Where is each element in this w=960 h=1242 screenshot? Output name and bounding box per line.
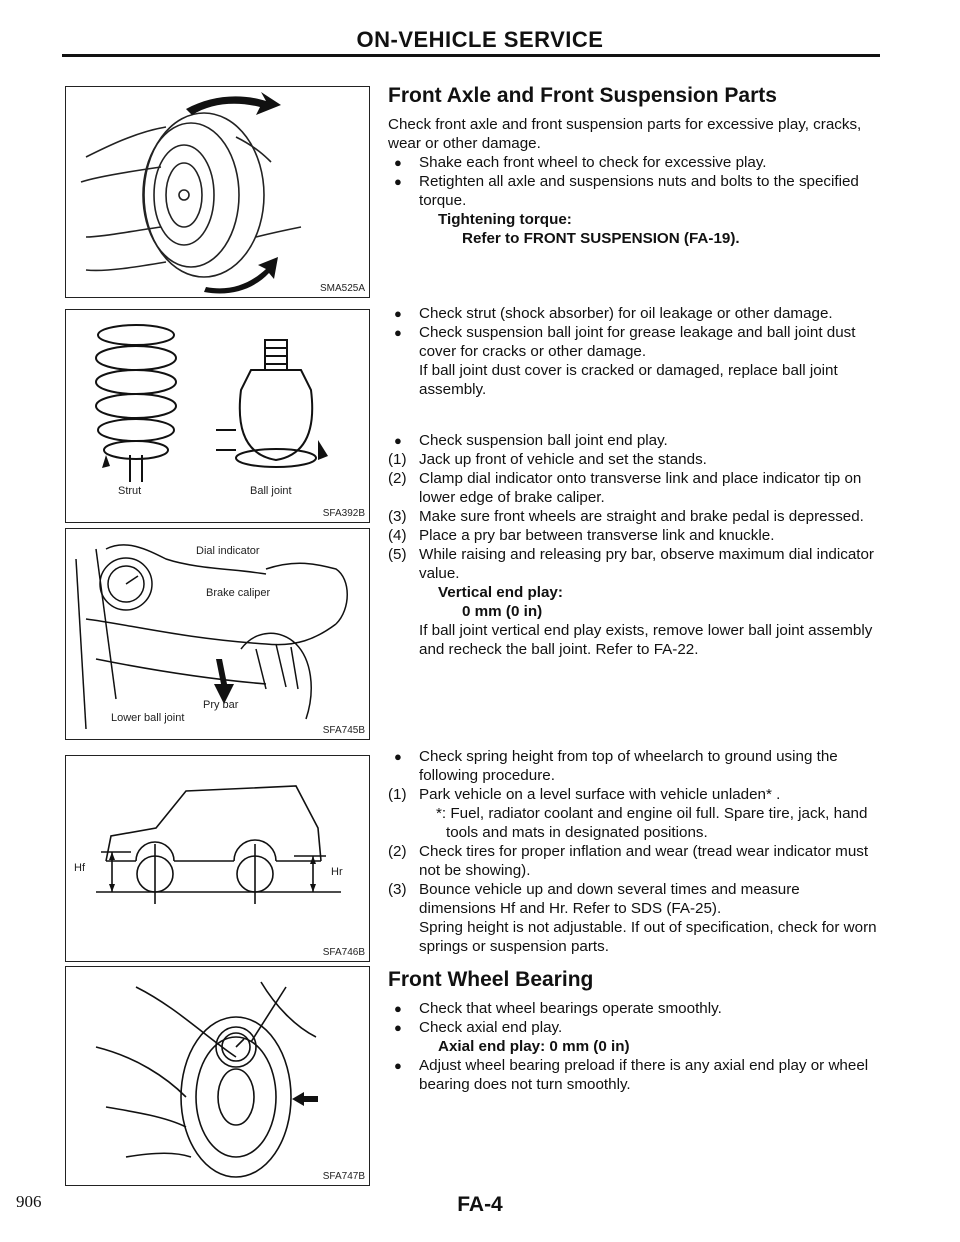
torque-reference: Refer to FRONT SUSPENSION (FA-19). [462, 230, 740, 247]
label-lower-ball-joint: Lower ball joint [111, 712, 185, 724]
step-item: (4)Place a pry bar between transverse li… [388, 527, 775, 544]
step-item: (2)Clamp dial indicator onto transverse … [388, 470, 862, 506]
step-item: (3)Bounce vehicle up and down several ti… [388, 881, 800, 917]
label-hf: Hf [74, 862, 85, 874]
figure-code: SFA746B [322, 947, 365, 958]
note: Spring height is not adjustable. If out … [419, 919, 877, 955]
label-dial-indicator: Dial indicator [196, 545, 260, 557]
section-ball-joint-play: ●Check suspension ball joint end play. (… [388, 431, 880, 659]
paragraph: Check front axle and front suspension pa… [388, 116, 862, 152]
dial-indicator-illustration [75, 544, 348, 730]
section-spring-height: ●Check spring height from top of wheelar… [388, 747, 880, 956]
figure-strut-balljoint: Strut Ball joint SFA392B [65, 309, 370, 523]
figure-code: SFA747B [322, 1171, 365, 1182]
bullet-item: ●Check spring height from top of wheelar… [394, 748, 838, 784]
bullet-item: ●Check suspension ball joint end play. [394, 432, 668, 449]
spec-label: Vertical end play: [438, 584, 563, 601]
section-wheel-bearing: Front Wheel Bearing ●Check that wheel be… [388, 967, 880, 1094]
figure-code: SFA392B [322, 508, 365, 519]
page-header-title: ON-VEHICLE SERVICE [356, 27, 604, 52]
label-brake-caliper: Brake caliper [206, 587, 271, 599]
figure-wheel-play: SMA525A [65, 86, 370, 298]
step-item: (1)Park vehicle on a level surface with … [388, 786, 781, 803]
bullet-item: ●Retighten all axle and suspensions nuts… [394, 173, 859, 209]
bullet-item: ●Check strut (shock absorber) for oil le… [394, 305, 833, 322]
bullet-item: ●Check suspension ball joint for grease … [394, 324, 856, 360]
header-rule [62, 54, 880, 57]
figure-wheel-bearing: SFA747B [65, 966, 370, 1186]
note: If ball joint vertical end play exists, … [419, 622, 873, 658]
spec-value: 0 mm (0 in) [462, 603, 543, 620]
footnote: *: Fuel, radiator coolant and engine oil… [436, 805, 868, 841]
bullet-item: ●Check axial end play. [394, 1019, 563, 1036]
label-hr: Hr [331, 866, 343, 878]
note: If ball joint dust cover is cracked or d… [419, 362, 838, 398]
figure-dial-indicator: Dial indicator Brake caliper Pry bar Low… [65, 528, 370, 740]
figure-code: SMA525A [319, 283, 365, 294]
label-pry-bar: Pry bar [203, 699, 239, 711]
strut-balljoint-illustration [95, 324, 328, 482]
section-strut-check: ●Check strut (shock absorber) for oil le… [388, 304, 880, 399]
step-item: (3)Make sure front wheels are straight a… [388, 508, 864, 525]
section-title: Front Axle and Front Suspension Parts [388, 84, 777, 107]
section-front-axle: Front Axle and Front Suspension Parts Ch… [388, 83, 880, 248]
page-number: 906 [16, 1192, 42, 1211]
vehicle-side-illustration [96, 785, 341, 904]
label-strut: Strut [118, 485, 142, 497]
page-code: FA-4 [457, 1193, 503, 1216]
spec-value: Axial end play: 0 mm (0 in) [438, 1038, 630, 1055]
step-item: (1)Jack up front of vehicle and set the … [388, 451, 707, 468]
bullet-item: ●Shake each front wheel to check for exc… [394, 154, 767, 171]
step-item: (5)While raising and releasing pry bar, … [388, 546, 874, 582]
wheel-play-illustration [80, 92, 302, 294]
bullet-item: ●Adjust wheel bearing preload if there i… [394, 1057, 869, 1093]
label-ball-joint: Ball joint [250, 485, 292, 497]
wheel-bearing-illustration [95, 981, 318, 1178]
bullet-item: ●Check that wheel bearings operate smoot… [394, 1000, 722, 1017]
step-item: (2)Check tires for proper inflation and … [388, 843, 869, 879]
torque-label: Tightening torque: [438, 211, 572, 228]
section-title: Front Wheel Bearing [388, 968, 594, 991]
figure-code: SFA745B [322, 725, 365, 736]
figure-spring-height: Hf Hr SFA746B [65, 755, 370, 962]
